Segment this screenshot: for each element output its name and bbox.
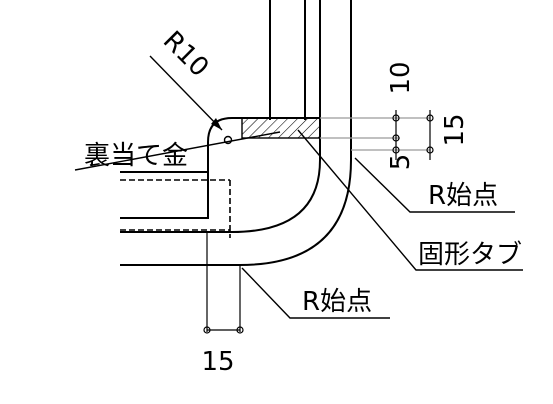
hidden-lines	[120, 179, 231, 238]
r-start-bottom-label: R始点	[302, 287, 372, 317]
dim-10-label: 10	[386, 61, 416, 94]
outer-bend-curve	[120, 159, 352, 266]
dimension-bottom	[203, 232, 244, 334]
center-mark	[223, 135, 233, 145]
backing-plate	[120, 117, 320, 219]
inner-bend-curve	[120, 140, 321, 233]
r10-arrowhead	[211, 118, 222, 130]
backing-plate-leader	[74, 131, 281, 171]
dim-15-bottom-label: 15	[201, 347, 234, 377]
fixing-tab-hatch	[241, 117, 321, 139]
vertical-members	[269, 0, 352, 160]
r10-leader	[149, 55, 223, 131]
r-start-bottom-leader	[241, 267, 390, 319]
dim-5-label: 5	[386, 154, 416, 171]
r-start-right-leader	[354, 157, 515, 213]
r-start-right-label: R始点	[428, 181, 498, 211]
backing-plate-label: 裏当て金	[84, 141, 188, 171]
r10-label: R10	[157, 26, 214, 83]
fixing-tab-leader	[297, 129, 523, 271]
extension-lines	[320, 117, 430, 151]
fixing-tab-label: 固形タブ	[418, 240, 522, 270]
dimension-right	[392, 110, 434, 160]
dim-15-right-label: 15	[440, 113, 470, 146]
